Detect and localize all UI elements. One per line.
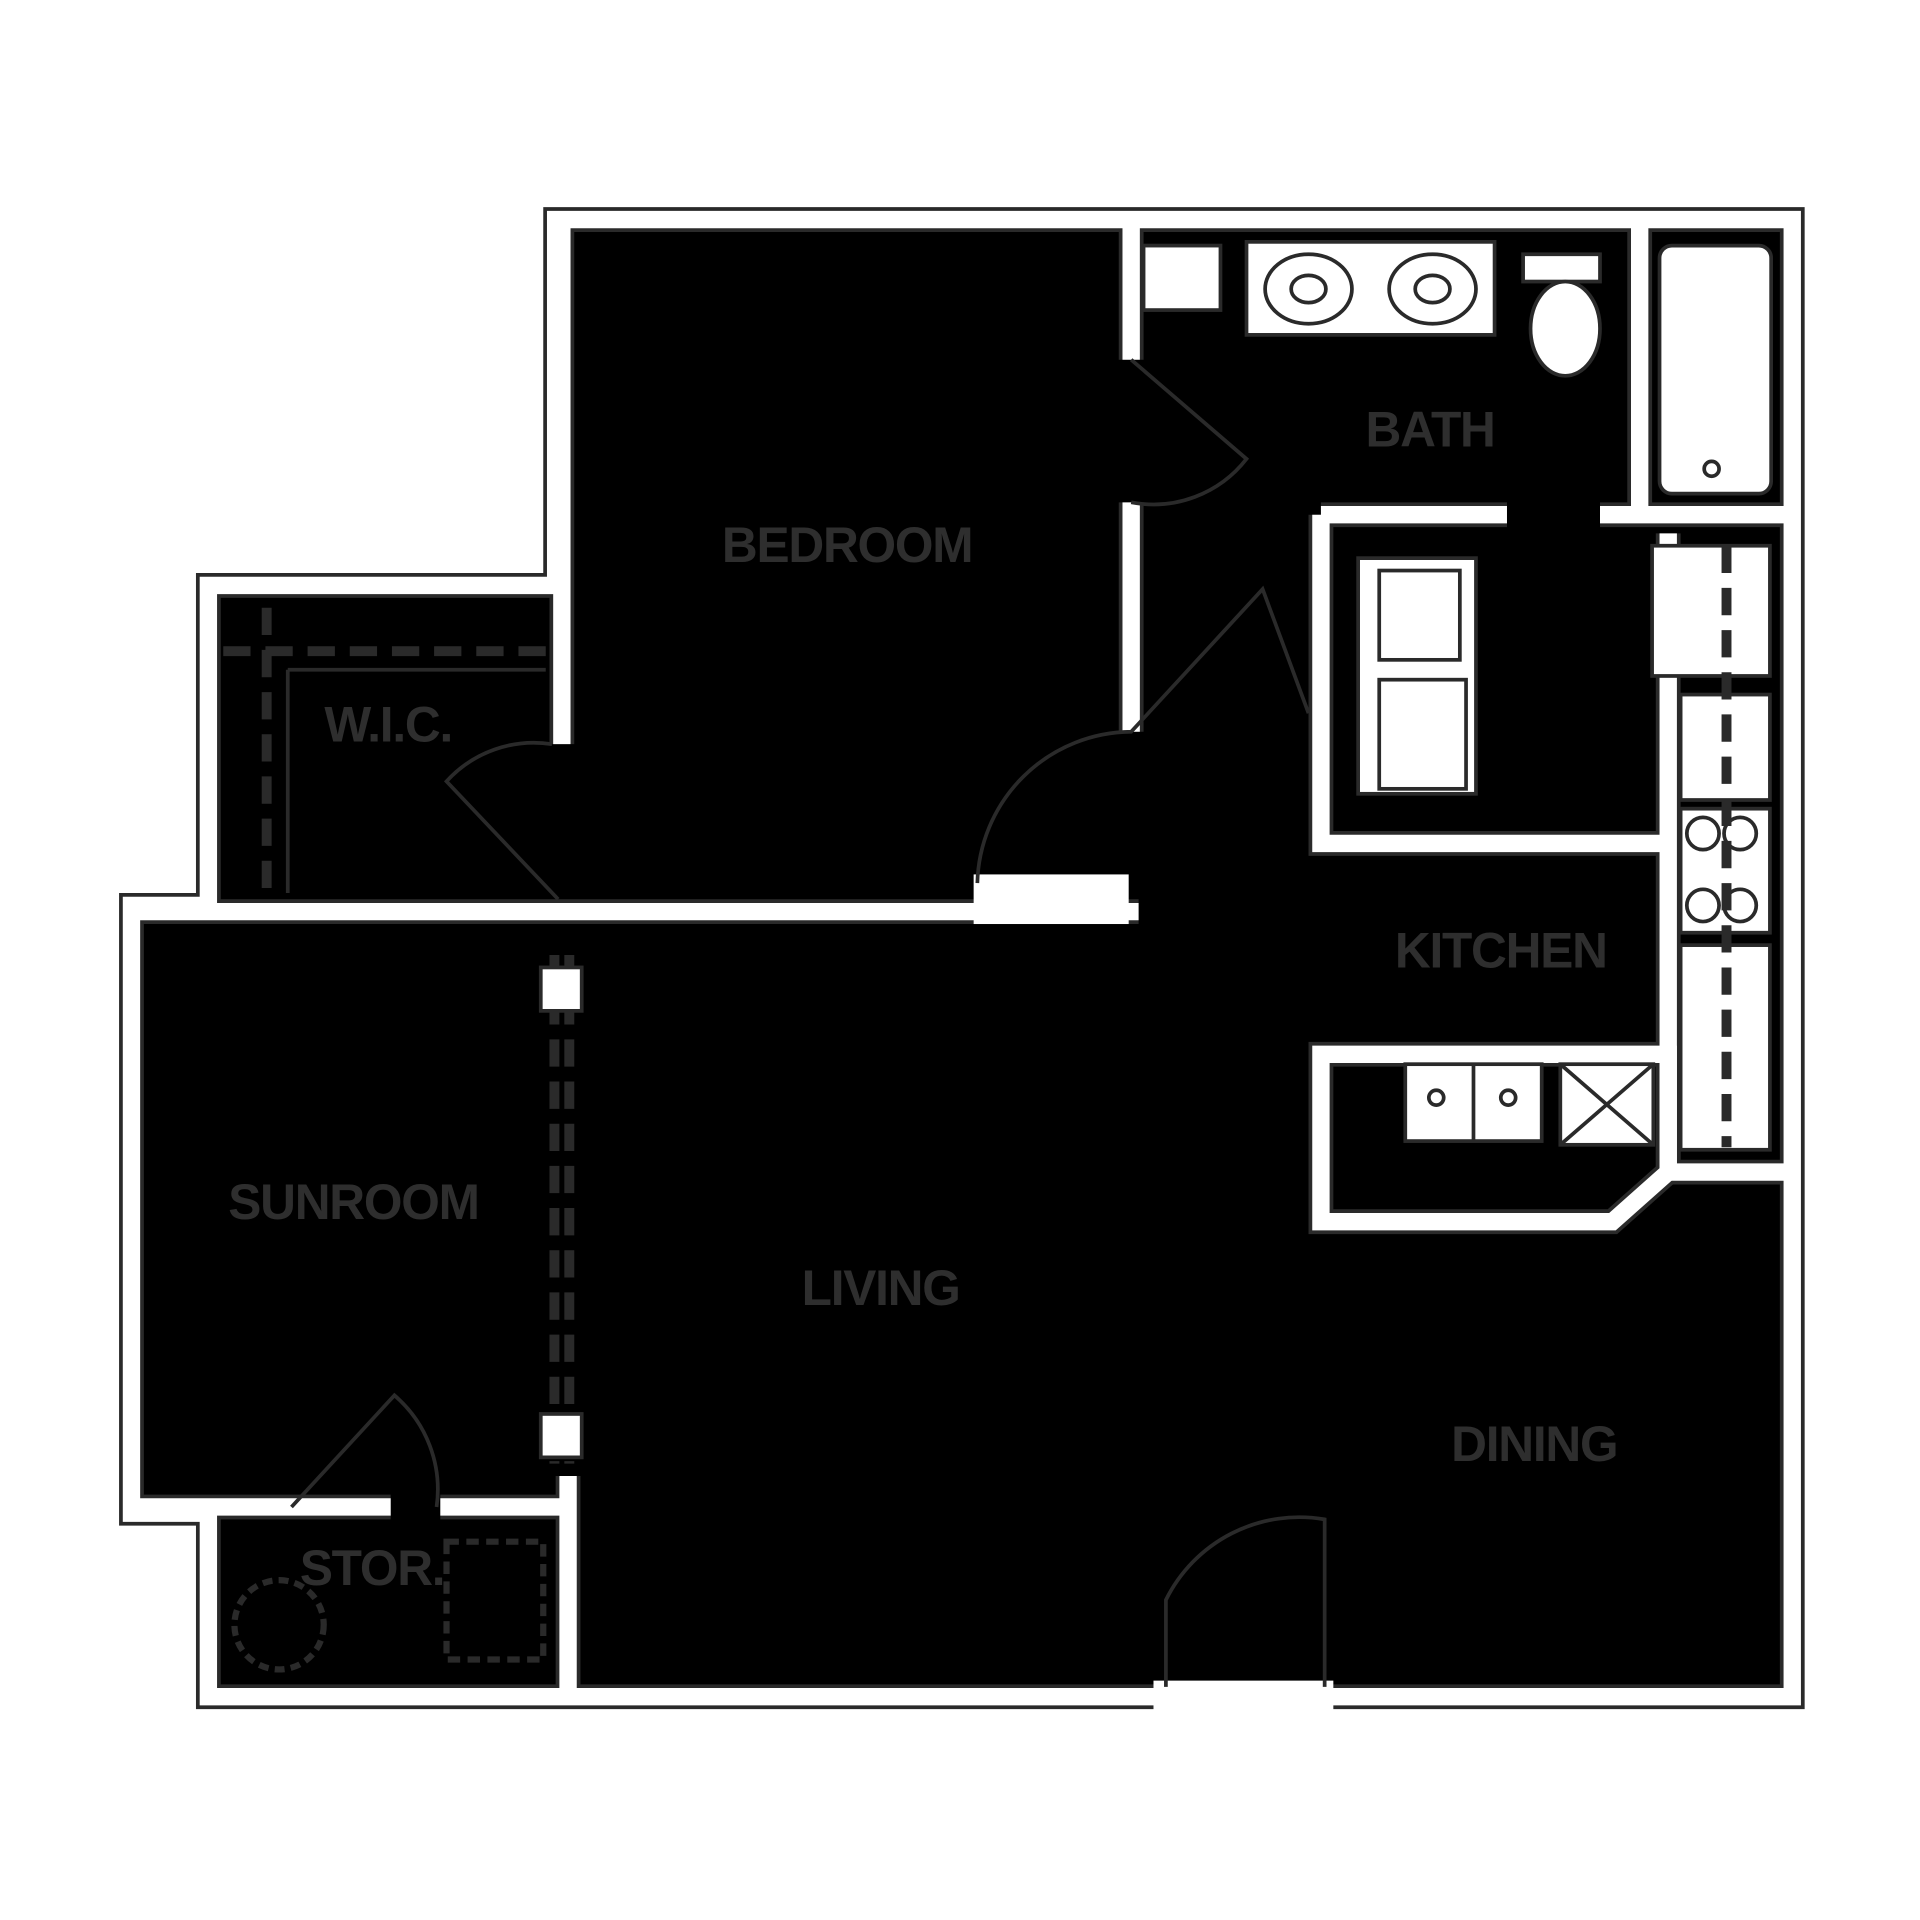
toilet-icon <box>1528 279 1602 378</box>
kitchen-fixtures <box>1356 543 1772 1152</box>
sunroom-divider <box>538 955 584 1464</box>
water-heater-icon <box>231 1577 327 1673</box>
bath-fixtures <box>1141 239 1774 496</box>
entry-opening <box>1153 1680 1334 1713</box>
label-dining: DINING <box>1451 1416 1617 1472</box>
wic-shelving <box>223 607 546 894</box>
bedroom-door[interactable] <box>975 585 1311 884</box>
wic-door[interactable] <box>443 740 560 901</box>
label-bedroom: BEDROOM <box>722 517 972 573</box>
doors <box>290 358 1327 1687</box>
linen-cabinet <box>1141 243 1223 312</box>
label-kitchen: KITCHEN <box>1395 922 1607 978</box>
bedroom-opening <box>973 874 1129 925</box>
hvac-unit <box>443 1538 547 1663</box>
bath-door[interactable] <box>1129 358 1250 507</box>
entry-door[interactable] <box>1164 1515 1327 1687</box>
storage-fixtures <box>231 1538 547 1673</box>
label-storage: STOR. <box>300 1540 445 1596</box>
toilet-tank <box>1521 252 1602 284</box>
room-labels: BEDROOM BATH W.I.C. KITCHEN SUNROOM LIVI… <box>228 402 1618 1597</box>
refrigerator <box>1678 692 1772 802</box>
label-sunroom: SUNROOM <box>228 1174 478 1230</box>
storage-door[interactable] <box>290 1392 440 1509</box>
cabinet <box>1650 543 1772 678</box>
label-wic: W.I.C. <box>324 697 452 753</box>
label-living: LIVING <box>802 1260 960 1316</box>
label-bath: BATH <box>1366 402 1495 458</box>
bathtub-icon <box>1657 243 1774 496</box>
